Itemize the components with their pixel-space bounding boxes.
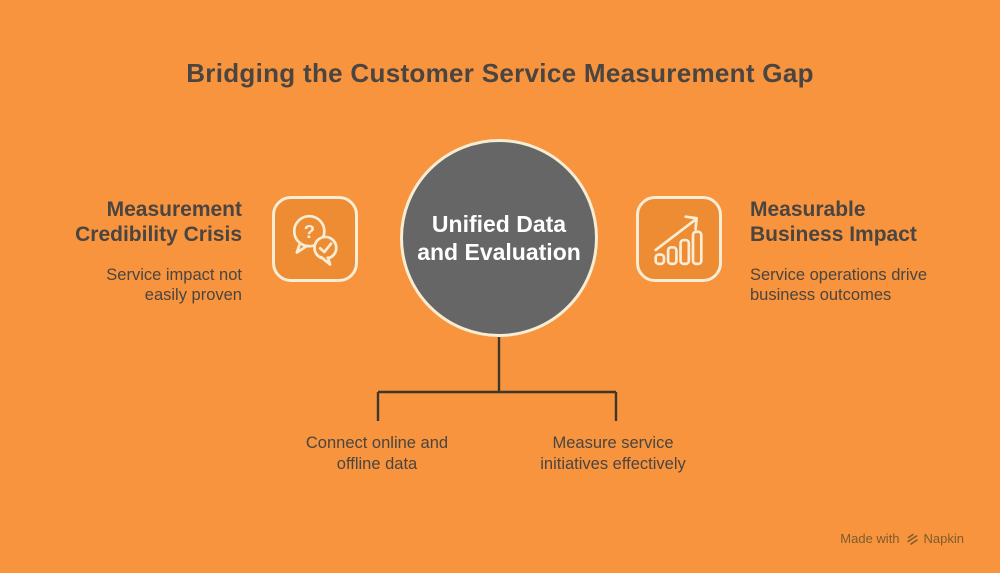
sub-branch-label-connect-data: Connect online and offline data: [305, 434, 449, 473]
right-branch-description: Service operations drive business outcom…: [750, 266, 928, 304]
sub-branch-label-measure-initiatives: Measure service initiatives effectively: [540, 434, 686, 473]
credit-brand: Napkin: [923, 531, 964, 546]
center-node: Unified Data and Evaluation: [400, 139, 598, 337]
chat-question-check-icon: ?: [287, 211, 343, 267]
svg-text:?: ?: [304, 221, 315, 242]
center-node-label: Unified Data and Evaluation: [417, 211, 581, 265]
growth-chart-icon: [651, 211, 707, 267]
credit-prefix: Made with: [840, 531, 900, 546]
left-branch-block: Measurement Credibility Crisis Service i…: [12, 197, 242, 305]
left-branch-icon-card: ?: [272, 196, 358, 282]
napkin-logo-icon: [905, 532, 919, 546]
right-branch-heading: Measurable Business Impact: [750, 198, 917, 246]
made-with-napkin-credit[interactable]: Made with Napkin: [840, 531, 964, 546]
right-branch-icon-card: [636, 196, 722, 282]
left-branch-heading: Measurement Credibility Crisis: [75, 198, 242, 246]
page-title: Bridging the Customer Service Measuremen…: [186, 58, 814, 88]
right-branch-block: Measurable Business Impact Service opera…: [750, 197, 980, 305]
left-branch-description: Service impact not easily proven: [106, 266, 242, 304]
